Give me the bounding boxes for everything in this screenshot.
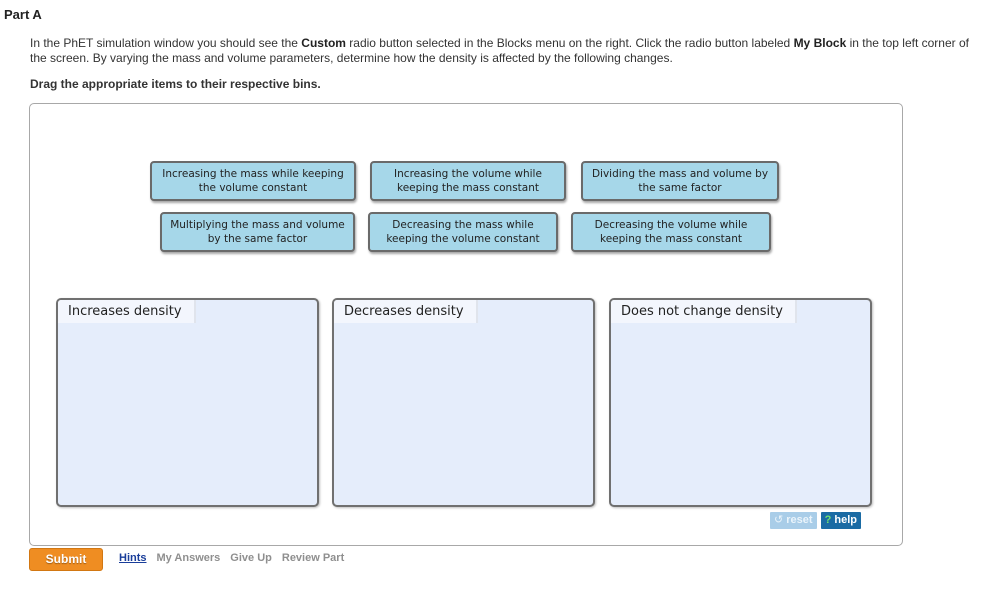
bin-header: Increases density xyxy=(58,300,196,323)
drag-item-decrease-mass[interactable]: Decreasing the mass while keeping the vo… xyxy=(368,212,558,252)
bin-does-not-change-density[interactable]: Does not change density xyxy=(609,298,872,507)
drag-item-decrease-volume[interactable]: Decreasing the volume while keeping the … xyxy=(571,212,771,252)
drag-item-multiply-mass-volume[interactable]: Multiplying the mass and volume by the s… xyxy=(160,212,355,252)
give-up-link[interactable]: Give Up xyxy=(230,552,272,564)
drag-drop-board: Increasing the mass while keeping the vo… xyxy=(29,103,903,546)
drag-instruction: Drag the appropriate items to their resp… xyxy=(30,77,321,91)
instructions-seg1: In the PhET simulation window you should… xyxy=(30,36,302,50)
bin-header: Does not change density xyxy=(611,300,797,323)
instructions-seg3: in the top left corner of the screen. By… xyxy=(30,36,969,65)
help-label: help xyxy=(834,514,857,526)
reset-icon: ↺ xyxy=(774,514,784,526)
bin-decreases-density[interactable]: Decreases density xyxy=(332,298,595,507)
drag-item-increase-volume[interactable]: Increasing the volume while keeping the … xyxy=(370,161,566,201)
drag-item-divide-mass-volume[interactable]: Dividing the mass and volume by the same… xyxy=(581,161,779,201)
instructions-bold-custom: Custom xyxy=(301,36,346,50)
bin-header: Decreases density xyxy=(334,300,478,323)
submit-button[interactable]: Submit xyxy=(29,548,103,571)
part-title: Part A xyxy=(4,7,42,22)
instructions-seg2: radio button selected in the Blocks menu… xyxy=(345,36,794,50)
reset-label: reset xyxy=(786,514,813,526)
review-part-link[interactable]: Review Part xyxy=(281,552,345,564)
footer-links: Hints My Answers Give Up Review Part xyxy=(119,552,344,564)
instructions-text: In the PhET simulation window you should… xyxy=(30,36,975,66)
drag-item-increase-mass[interactable]: Increasing the mass while keeping the vo… xyxy=(150,161,356,201)
reset-button[interactable]: ↺ reset xyxy=(770,512,817,529)
bin-increases-density[interactable]: Increases density xyxy=(56,298,319,507)
question-mark-icon: ? xyxy=(824,514,832,526)
my-answers-link[interactable]: My Answers xyxy=(156,552,221,564)
board-tools: ↺ reset ? help xyxy=(770,512,861,529)
help-button[interactable]: ? help xyxy=(820,512,861,529)
instructions-bold-my-block: My Block xyxy=(793,36,847,50)
hints-link[interactable]: Hints xyxy=(119,552,147,564)
